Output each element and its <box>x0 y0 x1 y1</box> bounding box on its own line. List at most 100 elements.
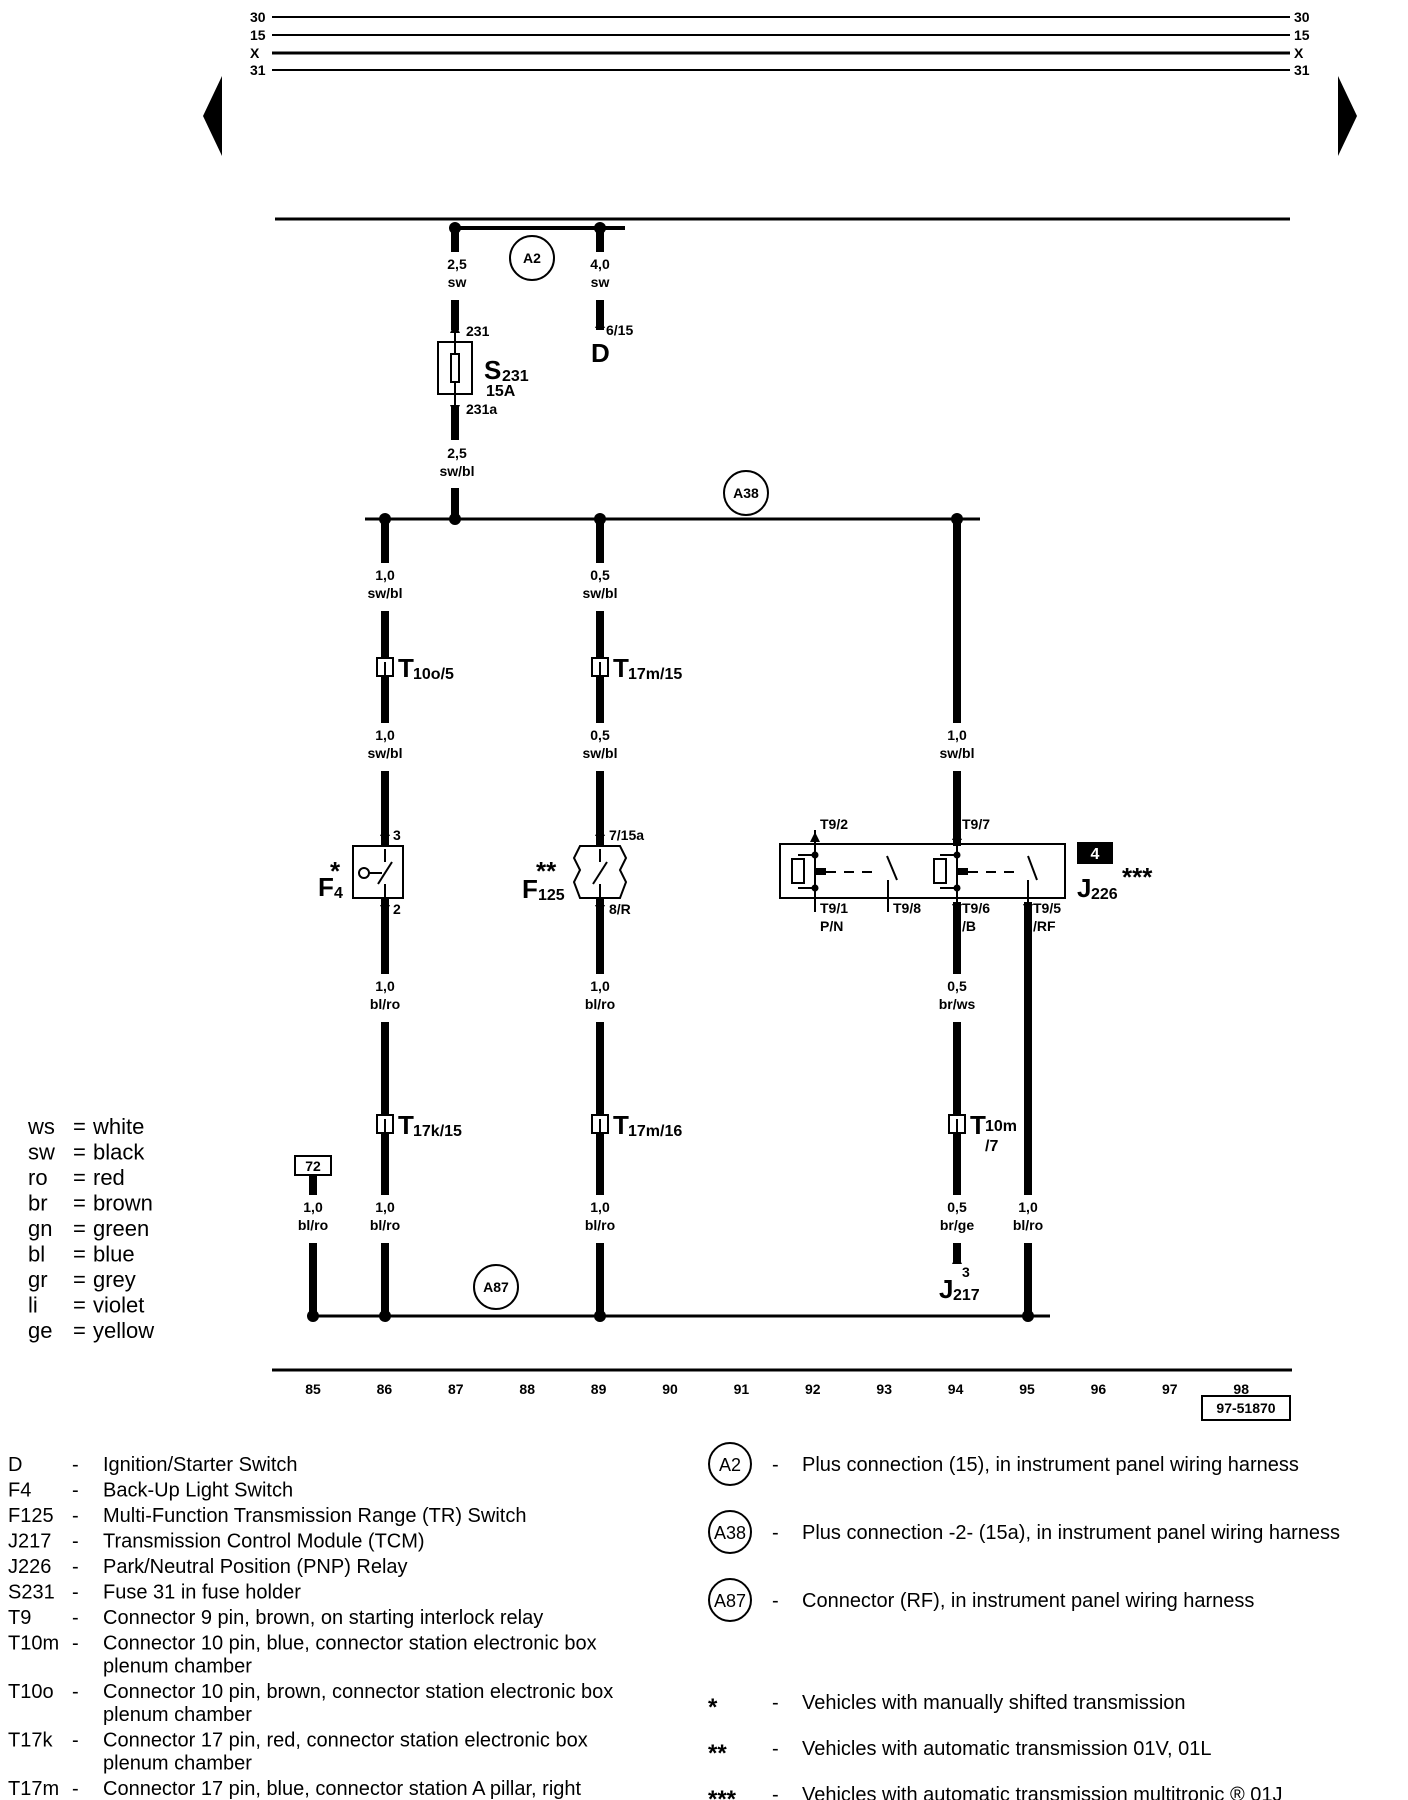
f125-number: 125 <box>538 887 565 904</box>
wire-color: sw/bl <box>439 463 474 479</box>
legend-color-name: grey <box>93 1267 136 1292</box>
track-number: 98 <box>1233 1381 1249 1397</box>
connector-t10o-5[interactable]: T 10o/5 <box>376 653 454 683</box>
junction-desc: Plus connection -2- (15a), in instrument… <box>802 1522 1340 1544</box>
bus-15-left: 15 <box>250 27 266 43</box>
legend-code: ge <box>28 1318 52 1343</box>
backup-light-switch-f4[interactable]: 3 2 F 4 * <box>318 826 404 917</box>
connector-t17m-16[interactable]: T 17m/16 <box>591 1110 682 1140</box>
wire-color: sw/bl <box>367 745 402 761</box>
component-code: T9 <box>8 1607 31 1629</box>
pin-b: /B <box>962 918 976 934</box>
drawing-number: 97-51870 <box>1201 1395 1291 1421</box>
wire-size: 4,0 <box>590 256 610 272</box>
fuse-s231[interactable]: 231 231a S 231 15A <box>437 323 529 417</box>
legend-equals: = <box>73 1318 86 1343</box>
pin-231: 231 <box>466 323 490 339</box>
component-code: S231 <box>8 1582 55 1604</box>
pin-231a: 231a <box>466 401 497 417</box>
connector-t17k-15[interactable]: T 17k/15 <box>376 1110 462 1140</box>
ignition-switch-label: D <box>591 338 610 368</box>
junction-a87-label: A87 <box>483 1279 509 1295</box>
junction-dash: - <box>772 1454 779 1476</box>
bus-labels: 30 15 X 31 30 15 X 31 <box>250 9 1310 78</box>
component-desc: Connector 9 pin, brown, on starting inte… <box>103 1607 543 1629</box>
connector-t10m-7[interactable]: T 10m /7 <box>948 1110 1017 1155</box>
legend-color-name: green <box>93 1216 149 1241</box>
pin-rf: /RF <box>1033 918 1056 934</box>
rails <box>272 217 1292 1372</box>
wire-breaks <box>303 252 1038 1243</box>
legend-color-name: white <box>92 1114 144 1139</box>
previous-page-arrow-icon[interactable] <box>203 76 222 156</box>
wire-size: 1,0 <box>375 1199 395 1215</box>
wire-color-legend: ws=whitesw=blackro=redbr=browngn=greenbl… <box>27 1114 154 1343</box>
wire-size: 1,0 <box>375 978 395 994</box>
next-page-arrow-icon[interactable] <box>1338 76 1357 156</box>
connector-pin: /7 <box>985 1138 998 1155</box>
component-dash: - <box>72 1633 79 1655</box>
track-number: 97 <box>1162 1381 1178 1397</box>
track-number: 94 <box>948 1381 964 1397</box>
junction-a2[interactable]: A2 <box>509 235 555 281</box>
component-desc: Fuse 31 in fuse holder <box>103 1582 301 1604</box>
legend-color-name: violet <box>93 1293 144 1318</box>
ignition-switch-d[interactable]: 6/15 D <box>591 318 633 368</box>
legend-code: gr <box>28 1267 48 1292</box>
wire-size: 0,5 <box>947 978 967 994</box>
junction-a38-label: A38 <box>733 485 759 501</box>
ground-ref-72[interactable]: 72 <box>294 1155 332 1176</box>
junction-symbol: A2 <box>708 1442 752 1486</box>
tr-switch-f125[interactable]: 7/15a 8/R F 125 ** <box>522 826 644 917</box>
pin-t9-1: T9/1 <box>820 900 848 916</box>
component-dash: - <box>72 1556 79 1578</box>
pin-j217-3: 3 <box>962 1264 970 1280</box>
component-code: T17m <box>8 1778 59 1800</box>
track-number: 86 <box>377 1381 393 1397</box>
fuse-s231-rating: 15A <box>486 383 516 400</box>
connector-letter: T <box>613 653 629 683</box>
junction-desc: Connector (RF), in instrument panel wiri… <box>802 1590 1254 1612</box>
pnp-relay-j226[interactable]: T9/2 T9/7 T9/1 P/N T9/8 T9/6 /B T9/5 /RF… <box>779 816 1153 934</box>
f125-letter: F <box>522 874 538 904</box>
pin-t9-5: T9/5 <box>1033 900 1061 916</box>
component-dash: - <box>72 1505 79 1527</box>
wire-color: br/ge <box>940 1217 974 1233</box>
wire-size: 1,0 <box>375 567 395 583</box>
track-number: 85 <box>305 1381 321 1397</box>
wires <box>309 228 1032 1316</box>
connector-letter: T <box>970 1110 986 1140</box>
component-dash: - <box>72 1531 79 1553</box>
j217-letter: J <box>939 1274 953 1304</box>
f4-note-mark: * <box>330 856 341 886</box>
wire-size: 2,5 <box>447 445 467 461</box>
legend-code: li <box>28 1293 38 1318</box>
legend-color-name: yellow <box>93 1318 154 1343</box>
connector-letter: T <box>398 1110 414 1140</box>
tcm-j217-ref[interactable]: 3 J 217 <box>939 1254 980 1304</box>
note-desc: Vehicles with manually shifted transmiss… <box>802 1692 1186 1714</box>
j226-page-badge: 4 <box>1091 846 1100 863</box>
pin-7-15a: 7/15a <box>609 827 644 843</box>
bus-lines <box>272 16 1290 71</box>
ground-ref-label: 72 <box>305 1158 321 1174</box>
wire-color: sw/bl <box>939 745 974 761</box>
legend-equals: = <box>73 1114 86 1139</box>
connector-id: 17k/15 <box>413 1123 462 1140</box>
connector-t17m-15[interactable]: T 17m/15 <box>591 653 682 683</box>
connector-letter: T <box>398 653 414 683</box>
legend-equals: = <box>73 1216 86 1241</box>
bus-30-left: 30 <box>250 9 266 25</box>
track-number: 92 <box>805 1381 821 1397</box>
junction-code: A2 <box>719 1455 741 1475</box>
track-number: 87 <box>448 1381 464 1397</box>
connector-id: 17m/15 <box>628 666 682 683</box>
legend-color-name: brown <box>93 1191 153 1216</box>
junction-a38[interactable]: A38 <box>723 470 769 516</box>
component-dash: - <box>72 1681 79 1703</box>
wire-color: bl/ro <box>585 1217 615 1233</box>
junction-a87[interactable]: A87 <box>473 1264 519 1310</box>
wire-color: bl/ro <box>370 996 400 1012</box>
